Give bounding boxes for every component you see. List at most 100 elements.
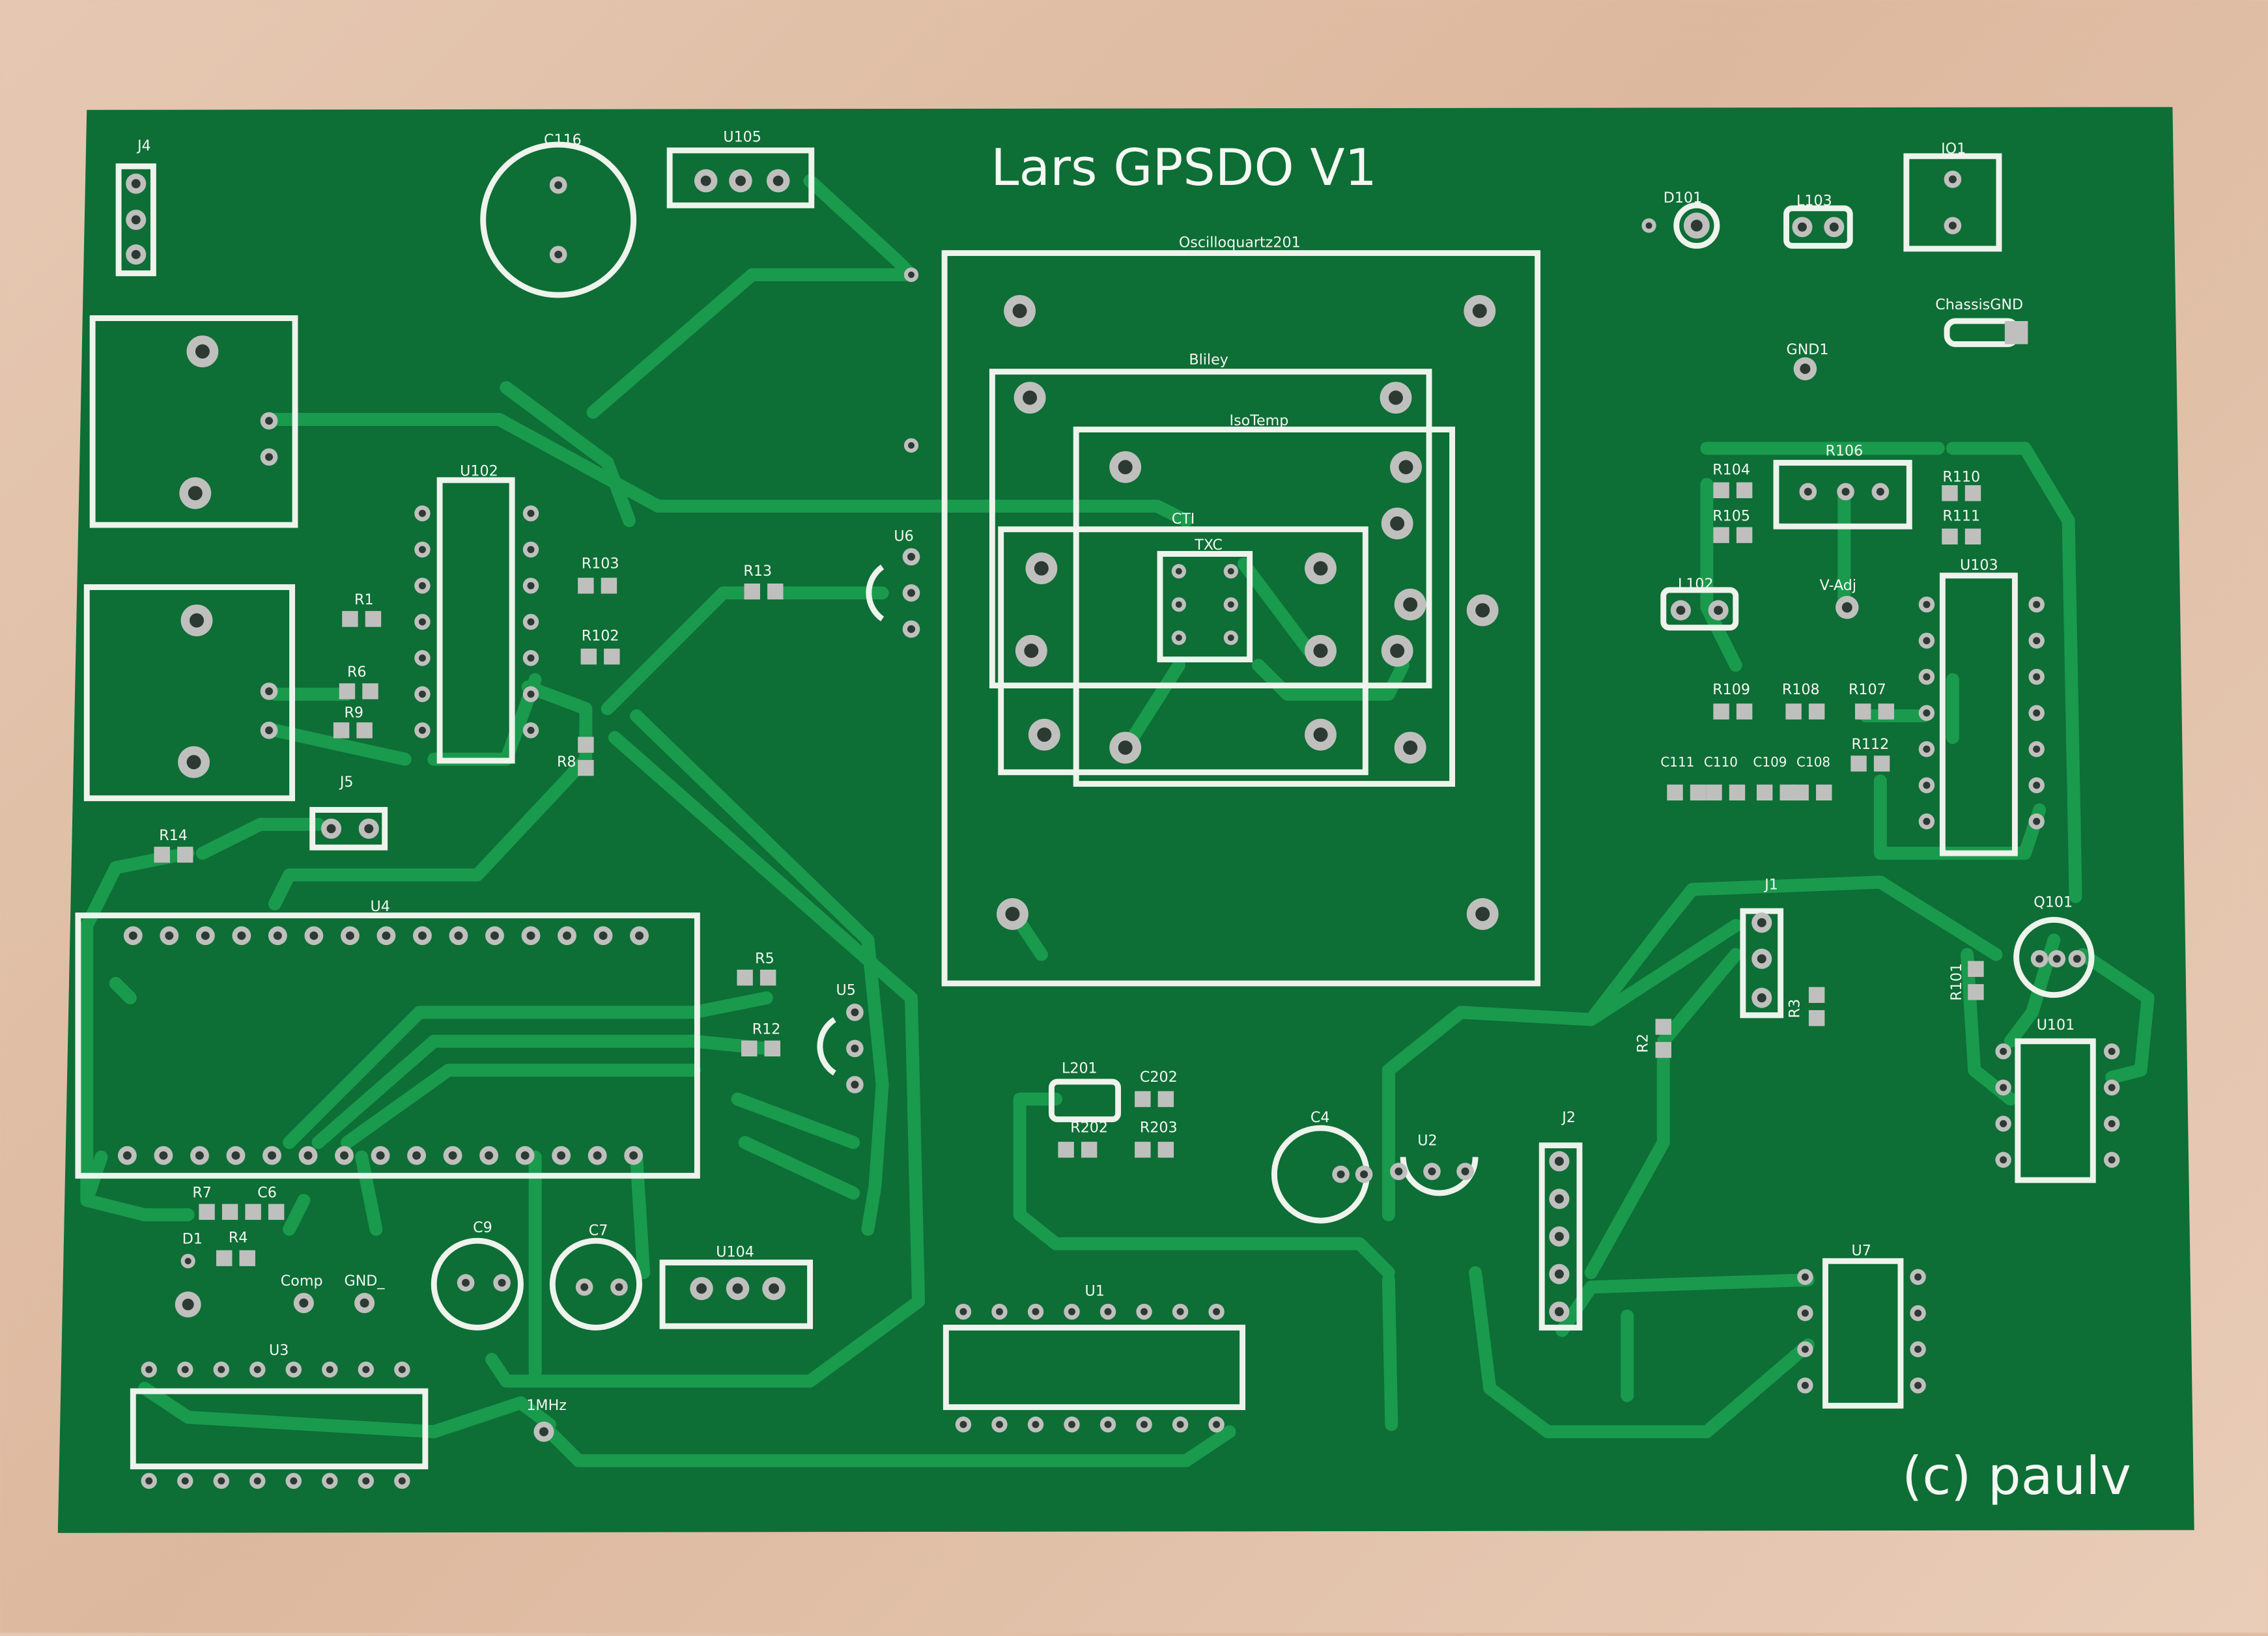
- drill-hole: [490, 931, 499, 940]
- drill-hole: [1472, 303, 1487, 318]
- drill-hole: [907, 552, 916, 561]
- drill-hole: [2108, 1120, 2116, 1127]
- smd-pad: [767, 583, 784, 600]
- drill-hole: [1390, 516, 1405, 531]
- drill-hole: [563, 931, 571, 940]
- drill-hole: [1645, 222, 1652, 229]
- label-r8: R8: [557, 754, 576, 770]
- drill-hole: [362, 1366, 370, 1374]
- drill-hole: [2033, 745, 2041, 753]
- drill-hole: [201, 931, 210, 940]
- drill-hole: [195, 1151, 204, 1160]
- label-c6: C6: [257, 1185, 277, 1202]
- smd-pad: [177, 847, 193, 863]
- drill-hole: [1829, 222, 1839, 232]
- label-r9: R9: [345, 704, 364, 721]
- label-c108: C108: [1796, 754, 1830, 770]
- smd-pad: [1878, 703, 1894, 720]
- drill-hole: [1914, 1346, 1922, 1353]
- drill-hole: [527, 618, 535, 626]
- smd-pad: [1793, 784, 1809, 801]
- drill-hole: [1804, 487, 1812, 496]
- label-r1: R1: [354, 591, 374, 608]
- drill-hole: [1118, 460, 1133, 475]
- smd-pad: [759, 969, 776, 986]
- drill-hole: [615, 1283, 623, 1291]
- label-r6: R6: [347, 664, 367, 681]
- smd-pad: [578, 737, 594, 753]
- drill-hole: [2108, 1084, 2116, 1092]
- drill-hole: [253, 1477, 261, 1485]
- drill-hole: [398, 1366, 406, 1374]
- smd-pad: [1655, 1019, 1671, 1035]
- drill-hole: [527, 726, 535, 734]
- drill-hole: [364, 824, 374, 834]
- smd-pad: [1736, 703, 1753, 720]
- drill-hole: [1337, 1170, 1345, 1179]
- drill-hole: [1398, 460, 1413, 475]
- drill-hole: [907, 589, 916, 597]
- drill-hole: [851, 1008, 859, 1017]
- board-title: Lars GPSDO V1: [991, 139, 1377, 197]
- drill-hole: [253, 1366, 261, 1374]
- drill-hole: [539, 1427, 548, 1437]
- smd-pad: [1816, 784, 1832, 801]
- drill-hole: [1104, 1308, 1112, 1316]
- drill-hole: [1461, 1167, 1469, 1176]
- drill-hole: [1068, 1308, 1076, 1316]
- drill-hole: [1676, 606, 1686, 615]
- drill-hole: [1554, 1307, 1564, 1317]
- smd-pad: [365, 611, 382, 627]
- drill-hole: [1227, 568, 1234, 575]
- drill-hole: [1032, 1308, 1040, 1316]
- smd-pad: [1135, 1142, 1151, 1158]
- drill-hole: [218, 1366, 225, 1374]
- smd-pad: [1706, 784, 1722, 801]
- drill-hole: [145, 1366, 153, 1374]
- label-isotemp: IsoTemp: [1230, 412, 1289, 429]
- label-u7: U7: [1851, 1242, 1871, 1259]
- drill-hole: [265, 726, 274, 735]
- drill-hole: [2108, 1156, 2116, 1164]
- label-u105: U105: [723, 129, 761, 146]
- drill-hole: [1360, 1170, 1368, 1179]
- drill-hole: [1068, 1420, 1076, 1428]
- label-r105: R105: [1712, 507, 1750, 524]
- drill-hole: [1034, 561, 1049, 576]
- drill-hole: [2108, 1047, 2116, 1055]
- drill-hole: [1757, 954, 1766, 964]
- drill-hole: [1175, 568, 1182, 575]
- smd-pad: [1736, 527, 1753, 543]
- drill-hole: [1923, 600, 1931, 608]
- smd-pad: [1081, 1142, 1098, 1158]
- label-r106: R106: [1825, 442, 1863, 459]
- smd-pad: [1942, 528, 1958, 545]
- drill-hole: [190, 613, 205, 628]
- drill-hole: [186, 755, 201, 770]
- drill-hole: [1175, 634, 1182, 642]
- drill-hole: [159, 1151, 168, 1160]
- drill-hole: [1118, 740, 1133, 755]
- drill-hole: [1005, 907, 1020, 922]
- drill-hole: [1141, 1420, 1148, 1428]
- drill-hole: [635, 931, 644, 940]
- smd-pad: [580, 648, 597, 665]
- drill-hole: [1714, 606, 1723, 615]
- drill-hole: [309, 931, 319, 940]
- drill-hole: [769, 1283, 780, 1294]
- drill-hole: [145, 1477, 153, 1485]
- drill-hole: [1313, 561, 1328, 576]
- label-u4: U4: [370, 898, 390, 915]
- drill-hole: [580, 1283, 589, 1291]
- label-u2: U2: [1417, 1133, 1437, 1149]
- smd-pad: [1667, 784, 1683, 801]
- drill-hole: [267, 1151, 276, 1160]
- drill-hole: [527, 546, 535, 554]
- drill-hole: [131, 249, 141, 259]
- label-d1: D1: [182, 1231, 203, 1248]
- label-u103: U103: [1960, 557, 1998, 574]
- drill-hole: [182, 1298, 194, 1310]
- smd-pad: [245, 1204, 261, 1220]
- smd-pad: [342, 611, 358, 627]
- smd-pad: [1808, 987, 1825, 1003]
